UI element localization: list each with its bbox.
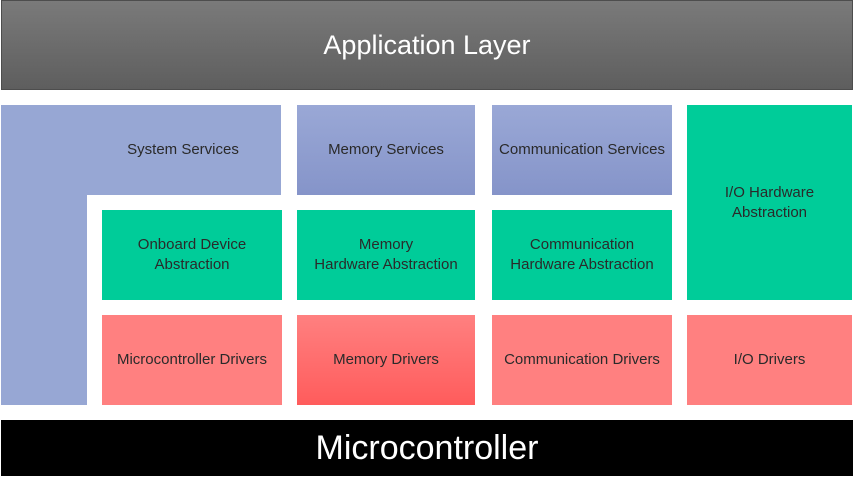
- communication-services: Communication Services: [492, 105, 672, 195]
- microcontroller: Microcontroller: [1, 420, 853, 476]
- io-hardware-abstraction: I/O Hardware Abstraction: [687, 105, 852, 300]
- system-services: System Services: [127, 141, 239, 158]
- microcontroller-drivers: Microcontroller Drivers: [102, 315, 282, 405]
- communication-hardware-abstraction: Communication Hardware Abstraction: [492, 210, 672, 300]
- application-layer: Application Layer: [1, 0, 853, 90]
- memory-hardware-abstraction: Memory Hardware Abstraction: [297, 210, 475, 300]
- io-drivers: I/O Drivers: [687, 315, 852, 405]
- memory-drivers: Memory Drivers: [297, 315, 475, 405]
- onboard-device-abstraction: Onboard Device Abstraction: [102, 210, 282, 300]
- communication-drivers: Communication Drivers: [492, 315, 672, 405]
- memory-services: Memory Services: [297, 105, 475, 195]
